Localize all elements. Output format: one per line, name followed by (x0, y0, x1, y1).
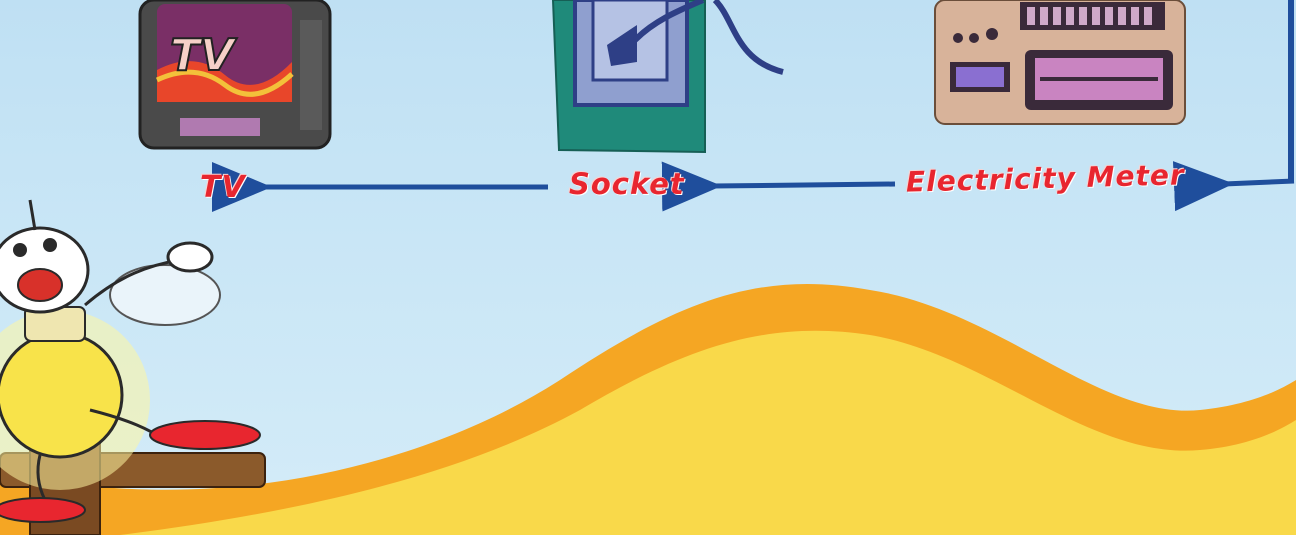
lightbulb-mascot (0, 185, 280, 535)
arrow-meter-to-socket (712, 184, 895, 186)
arrow-incoming-to-meter (1224, 0, 1294, 184)
node-label-socket: Socket (569, 167, 685, 201)
